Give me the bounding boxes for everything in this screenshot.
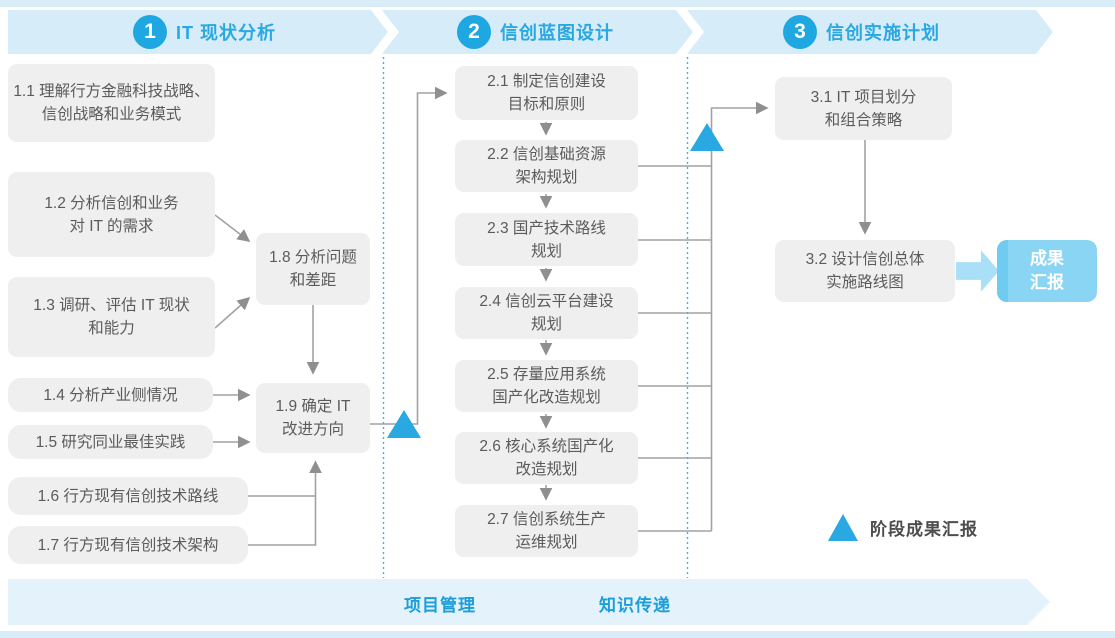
step-box-2-2: 2.2 信创基础资源 架构规划 [455,140,638,192]
step-box-3-1: 3.1 IT 项目划分 和组合策略 [775,77,952,140]
phase-band-3 [687,10,1053,54]
step-box-2-6: 2.6 核心系统国产化 改造规划 [455,432,638,484]
step-box-1-9: 1.9 确定 IT 改进方向 [256,383,370,453]
step-box-1-3: 1.3 调研、评估 IT 现状 和能力 [8,277,215,357]
phase-title-1: IT 现状分析 [176,23,276,43]
phase-header-3: 3 信创实施计划 [783,10,940,54]
step-box-1-8: 1.8 分析问题 和差距 [256,233,370,305]
phase-band-1 [8,10,388,54]
milestone-triangle-2 [690,123,724,151]
step-box-1-4: 1.4 分析产业侧情况 [8,378,213,412]
footer-item-project-management: 项目管理 [404,596,476,615]
top-edge-strip [0,0,1115,7]
phase-number-circle-1: 1 [133,15,167,49]
milestone-triangle-1 [387,410,421,438]
phase-band-2 [382,10,693,54]
deliverable-box: 成果 汇报 [997,240,1097,302]
step-box-1-6: 1.6 行方现有信创技术路线 [8,477,248,515]
step-box-1-7: 1.7 行方现有信创技术架构 [8,526,248,564]
step-box-2-3: 2.3 国产技术路线 规划 [455,213,638,266]
step-box-3-2: 3.2 设计信创总体 实施路线图 [775,240,955,302]
step-box-2-1: 2.1 制定信创建设 目标和原则 [455,66,638,120]
phase-title-2: 信创蓝图设计 [500,23,614,43]
step-box-1-5: 1.5 研究同业最佳实践 [8,425,213,459]
legend-triangle-icon [828,514,858,541]
step-box-2-4: 2.4 信创云平台建设 规划 [455,287,638,339]
footer-item-knowledge-transfer: 知识传递 [599,596,671,615]
phase-header-1: 1 IT 现状分析 [133,10,276,54]
phase-number-circle-2: 2 [457,15,491,49]
step-box-1-1: 1.1 理解行方金融科技战略、 信创战略和业务模式 [8,64,215,142]
step-box-1-2: 1.2 分析信创和业务 对 IT 的需求 [8,172,215,257]
step-box-2-5: 2.5 存量应用系统 国产化改造规划 [455,360,638,412]
legend-label: 阶段成果汇报 [870,520,978,539]
bottom-edge-strip [0,631,1115,638]
step-box-2-7: 2.7 信创系统生产 运维规划 [455,505,638,557]
phase-header-2: 2 信创蓝图设计 [457,10,614,54]
phase-number-circle-3: 3 [783,15,817,49]
legend: 阶段成果汇报 [828,514,978,541]
phase-title-3: 信创实施计划 [826,23,940,43]
footer-band [8,579,1050,625]
